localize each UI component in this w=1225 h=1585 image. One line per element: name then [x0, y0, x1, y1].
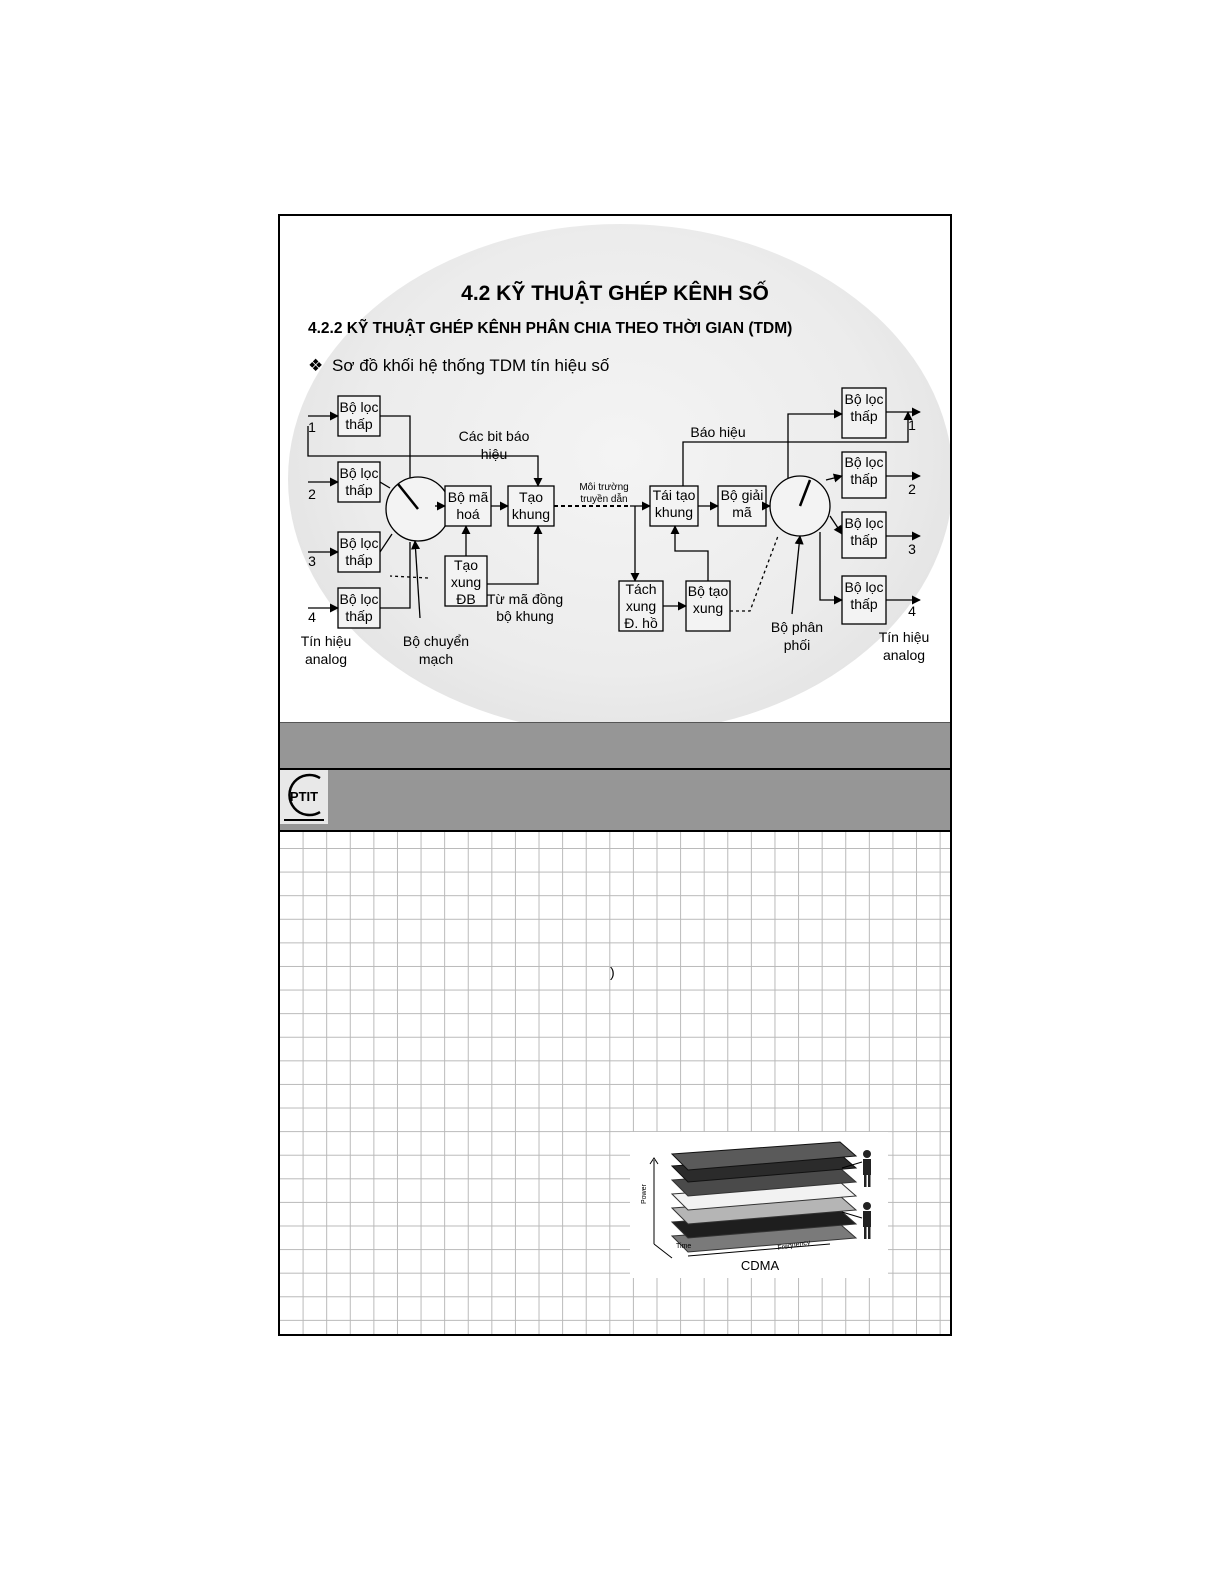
lpf-in-3-l2: thấp	[345, 552, 372, 568]
distributor-l1: Bộ phân	[771, 619, 823, 635]
lpf-out-2	[841, 451, 887, 499]
clock-l1: Tách	[625, 581, 656, 597]
in-ch-3: 3	[308, 553, 316, 569]
out-ch-1: 1	[908, 417, 916, 433]
out-ch-4: 4	[908, 603, 916, 619]
deframer-l2: khung	[655, 504, 693, 520]
axis-power: Power	[641, 1183, 648, 1204]
lpf-out-3-l2: thấp	[850, 532, 877, 548]
signal-out-l2: analog	[883, 647, 925, 663]
bullet-diamond-icon: ❖	[308, 356, 324, 375]
switch-l1: Bộ chuyển	[403, 633, 469, 649]
slide-title: 4.2 KỸ THUẬT GHÉP KÊNH SỐ	[461, 282, 769, 305]
sync-gen-l1: Tạo	[454, 557, 478, 573]
lpf-out-2-l1: Bộ lọc	[845, 454, 884, 470]
in-ch-2: 2	[308, 486, 316, 502]
medium-l1: Môi trường	[579, 482, 628, 493]
cdma-image: Power Time Frequency CDMA	[630, 1132, 888, 1278]
lpf-out-1	[841, 387, 887, 439]
distributor-l2: phối	[784, 637, 810, 653]
pulse-l2: xung	[693, 600, 723, 616]
decoder-l1: Bộ giải	[721, 487, 764, 503]
lpf-in-4-l1: Bộ lọc	[340, 591, 379, 607]
logo-text: PTIT	[290, 789, 318, 804]
framer-l2: khung	[512, 506, 550, 522]
lpf-out-4-l2: thấp	[850, 596, 877, 612]
grid-paper-area: ) Power Time Frequency CDMA	[280, 832, 950, 1334]
person-icon-2	[863, 1202, 871, 1239]
sync-word-l2: bộ khung	[496, 608, 554, 624]
encoder-l2: hoá	[456, 506, 480, 522]
pulse-l1: Bộ tạo	[688, 583, 729, 599]
lpf-out-3	[841, 511, 887, 559]
ptit-logo: PTIT	[280, 770, 328, 824]
lpf-out-4	[841, 575, 887, 625]
slide-tdm: 4.2 KỸ THUẬT GHÉP KÊNH SỐ 4.2.2 KỸ THUẬT…	[280, 216, 950, 722]
bits-l2: hiệu	[481, 446, 507, 462]
cdma-illustration: Power Time Frequency CDMA	[630, 1132, 888, 1278]
clock-l3: Đ. hồ	[624, 615, 658, 631]
slide-subtitle: 4.2.2 KỸ THUẬT GHÉP KÊNH PHÂN CHIA THEO …	[308, 320, 793, 337]
person-icon-1	[863, 1150, 871, 1187]
lpf-out-1-l1: Bộ lọc	[845, 391, 884, 407]
lpf-in-2-l1: Bộ lọc	[340, 465, 379, 481]
lpf-in-4-l2: thấp	[345, 608, 372, 624]
axis-time: Time	[676, 1243, 691, 1250]
stray-parenthesis: )	[610, 964, 615, 980]
signal-in-l1: Tín hiệu	[301, 633, 352, 649]
cdma-caption: CDMA	[741, 1258, 780, 1273]
in-ch-1: 1	[308, 419, 316, 435]
in-ch-4: 4	[308, 609, 316, 625]
framer-l1: Tạo	[519, 489, 543, 505]
clock-box	[618, 580, 664, 632]
tdm-block-diagram: Bộ lọc thấp Bộ lọc thấp Bộ lọc thấp Bộ l…	[301, 387, 930, 667]
slide-bullet: ❖ Sơ đồ khối hệ thống TDM tín hiệu số	[308, 356, 609, 376]
decoder-l2: mã	[732, 504, 752, 520]
signal-in-l2: analog	[305, 651, 347, 667]
signaling-label: Báo hiệu	[690, 424, 745, 440]
encoder-l1: Bộ mã	[448, 489, 489, 505]
lpf-in-1-l2: thấp	[345, 416, 372, 432]
slide-footer-band	[280, 722, 950, 769]
sync-gen-box	[444, 555, 488, 607]
clock-l2: xung	[626, 598, 656, 614]
deframer-l1: Tái tạo	[653, 487, 696, 503]
lpf-out-4-l1: Bộ lọc	[845, 579, 884, 595]
signal-out-l1: Tín hiệu	[879, 629, 930, 645]
lpf-in-3-l1: Bộ lọc	[340, 535, 379, 551]
logo-band: PTIT	[280, 768, 950, 832]
bits-l1: Các bit báo	[459, 428, 530, 444]
out-ch-3: 3	[908, 541, 916, 557]
medium-l2: truyền dẫn	[580, 492, 627, 505]
sync-gen-l2: xung	[451, 574, 481, 590]
switch-l2: mạch	[419, 651, 453, 667]
sync-gen-l3: ĐB	[456, 591, 475, 607]
bullet-text: Sơ đồ khối hệ thống TDM tín hiệu số	[332, 356, 610, 375]
lpf-out-2-l2: thấp	[850, 471, 877, 487]
lpf-out-1-l2: thấp	[850, 408, 877, 424]
out-ch-2: 2	[908, 481, 916, 497]
lpf-in-2-l2: thấp	[345, 482, 372, 498]
sync-word-l1: Từ mã đồng	[487, 591, 563, 607]
lpf-out-3-l1: Bộ lọc	[845, 515, 884, 531]
pulse-gen-box	[685, 580, 731, 632]
deframer-box	[649, 485, 699, 527]
slide-background-ellipse	[288, 224, 950, 722]
lpf-in-1-l1: Bộ lọc	[340, 399, 379, 415]
document-page-frame: 4.2 KỸ THUẬT GHÉP KÊNH SỐ 4.2.2 KỸ THUẬT…	[278, 214, 952, 1336]
